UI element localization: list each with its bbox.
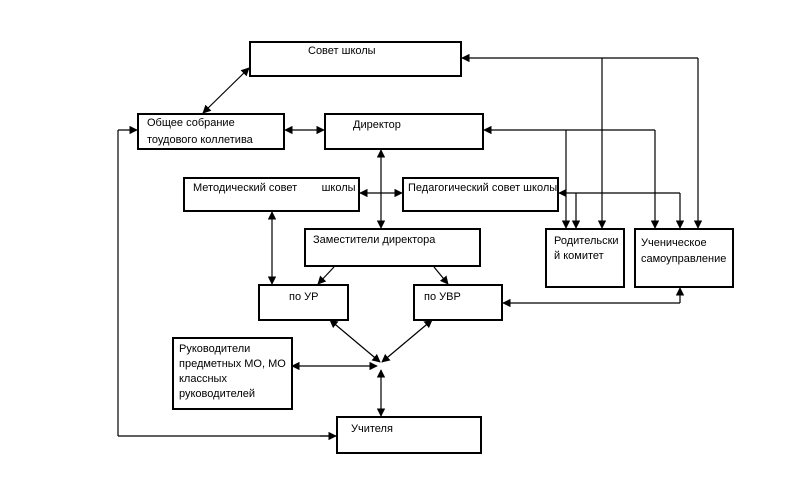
student-government-label-2: самоуправление bbox=[641, 253, 727, 265]
deputy-uvr-label: по УВР bbox=[424, 291, 461, 303]
deputy-ur-box bbox=[258, 284, 349, 321]
deputy-uvr-box bbox=[413, 284, 503, 321]
teachers-label: Учителя bbox=[351, 423, 393, 435]
mo-heads-label-4: руководителей bbox=[179, 388, 256, 400]
parents-committee-label-1: Родительски bbox=[554, 235, 619, 247]
mo-heads-label-3: классных bbox=[179, 373, 227, 385]
methodical-council-label: Методический совет школы bbox=[193, 182, 356, 194]
mo-heads-label-1: Руководители bbox=[179, 343, 251, 355]
director-box bbox=[324, 113, 484, 150]
link-deputies-uvr bbox=[433, 266, 449, 285]
link-ur-hub bbox=[329, 319, 381, 363]
deputy-ur-label: по УР bbox=[289, 291, 319, 303]
general-assembly-box bbox=[137, 113, 285, 150]
teachers-box bbox=[336, 416, 482, 454]
link-uvr-hub bbox=[381, 319, 433, 363]
deputy-directors-label: Заместители директора bbox=[313, 234, 436, 246]
link-council-assembly bbox=[202, 67, 250, 114]
link-deputies-ur bbox=[317, 266, 335, 285]
deputy-directors-box bbox=[304, 228, 481, 267]
school-council-label: Совет школы bbox=[308, 45, 376, 57]
general-assembly-label-2: тоудового коллетива bbox=[147, 134, 253, 146]
methodical-council-box bbox=[183, 177, 360, 212]
student-government-box bbox=[634, 228, 734, 288]
parents-committee-label-2: й комитет bbox=[554, 250, 604, 262]
mo-heads-label-2: предметных МО, МО bbox=[179, 358, 286, 370]
student-government-label-1: Ученическое bbox=[641, 237, 707, 249]
director-label: Директор bbox=[353, 119, 401, 131]
mo-heads-box bbox=[172, 337, 293, 410]
pedagogical-council-box bbox=[402, 177, 559, 212]
pedagogical-council-label: Педагогический совет школы bbox=[408, 182, 558, 194]
parents-committee-box bbox=[545, 228, 625, 288]
school-council-box bbox=[249, 41, 462, 77]
general-assembly-label-1: Общее собрание bbox=[147, 117, 235, 129]
